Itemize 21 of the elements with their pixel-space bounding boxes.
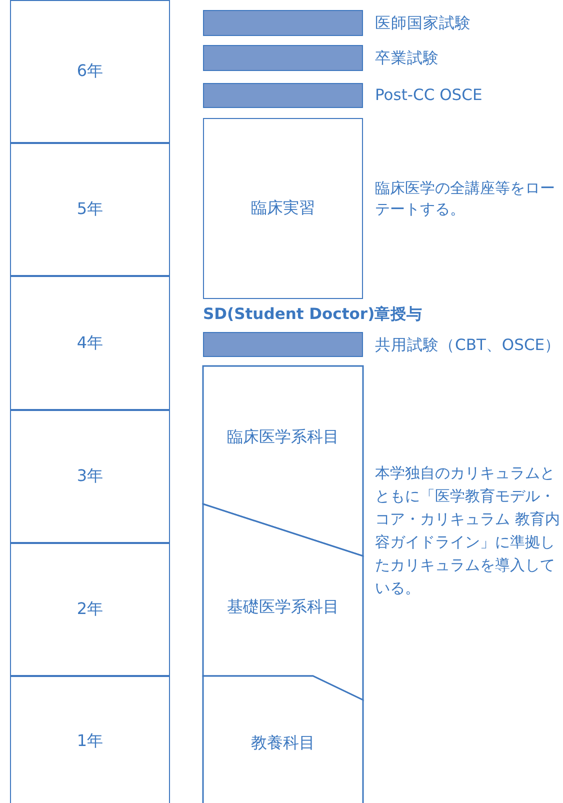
year-box: 5年 xyxy=(10,143,170,276)
course-label: 基礎医学系科目 xyxy=(226,597,340,618)
year-box: 6年 xyxy=(10,0,170,143)
exam-name: 共用試験（CBT、OSCE） xyxy=(375,334,561,356)
exam-bar xyxy=(203,45,363,71)
exam-name: 卒業試験 xyxy=(375,48,439,69)
practice-box: 臨床実習 xyxy=(203,118,363,299)
year-box: 4年 xyxy=(10,276,170,410)
exam-bar xyxy=(203,10,363,36)
year-box: 1年 xyxy=(10,676,170,803)
note-text: 臨床医学の全講座等をローテートする。 xyxy=(375,178,556,220)
year-box: 2年 xyxy=(10,543,170,676)
course-label: 教養科目 xyxy=(250,733,316,754)
exam-bar xyxy=(203,83,363,108)
award-heading: SD(Student Doctor)章授与 xyxy=(203,304,424,325)
year-box: 3年 xyxy=(10,410,170,543)
course-label: 臨床医学系科目 xyxy=(226,427,340,448)
exam-name: 医師国家試験 xyxy=(375,13,471,34)
curriculum-note: 本学独自のカリキュラムとともに「医学教育モデル・コア・カリキュラム 教育内容ガイドライン」に準拠したカリキュラムを導入している。 xyxy=(375,463,561,599)
exam-name: Post-CC OSCE xyxy=(375,86,482,104)
exam-bar xyxy=(203,332,363,357)
